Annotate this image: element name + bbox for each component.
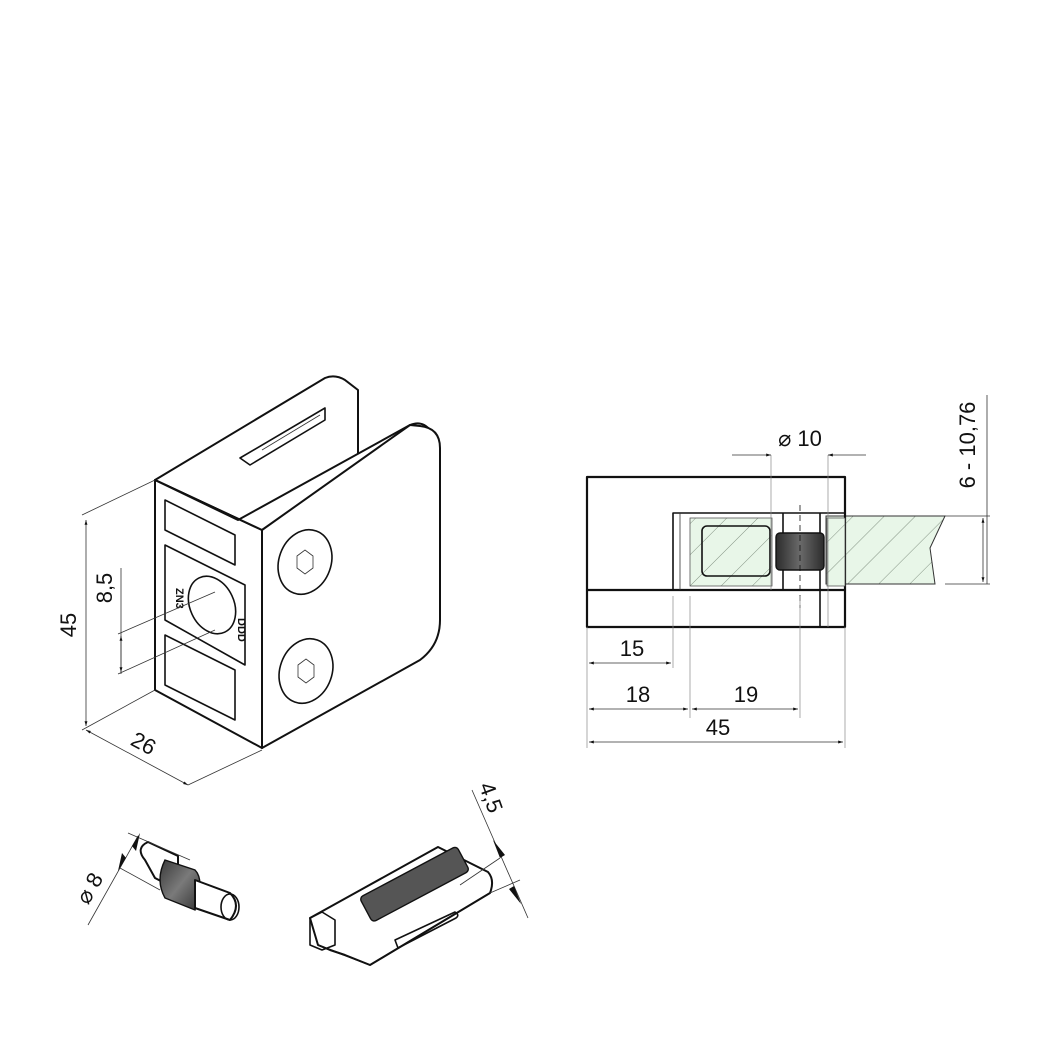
ext-line bbox=[117, 591, 216, 635]
ext-line bbox=[81, 479, 156, 516]
pad-inner bbox=[701, 525, 771, 577]
lower-pocket bbox=[164, 634, 236, 721]
marking-zn3: ZN3 bbox=[173, 588, 185, 609]
screw-top bbox=[277, 528, 333, 596]
ext-line bbox=[187, 749, 263, 786]
ext-line bbox=[81, 689, 156, 731]
dim-label-left-offset: 18 bbox=[626, 682, 650, 707]
ext-line bbox=[459, 857, 501, 886]
section-view: ⌀ 10 6 - 10,76 15 18 19 45 bbox=[585, 395, 990, 748]
marking-ddd: DDD bbox=[235, 618, 247, 642]
arrow-icon bbox=[509, 886, 521, 904]
arrow-icon bbox=[132, 833, 140, 851]
dim-label-glass-thickness: 6 - 10,76 bbox=[955, 402, 980, 489]
pad-edge bbox=[317, 892, 491, 966]
pad-rail bbox=[394, 911, 459, 949]
dim-line-26 bbox=[85, 729, 189, 786]
upper-pocket bbox=[164, 499, 236, 566]
hex-socket-top-icon bbox=[296, 549, 314, 575]
pin-end-face bbox=[220, 893, 240, 921]
dim-label-hole-offset: 8,5 bbox=[92, 573, 117, 604]
arrow-icon bbox=[493, 840, 505, 858]
glass-panel bbox=[825, 515, 946, 585]
dim-label-total-width: 45 bbox=[706, 715, 730, 740]
pad-clip bbox=[309, 911, 336, 951]
ext-line bbox=[119, 867, 161, 891]
clamp-cover-plate bbox=[261, 424, 441, 749]
pin-front-shaft bbox=[194, 879, 237, 921]
pin-part-view: ⌀ 8 bbox=[71, 832, 240, 926]
dim-label-pad-thickness: 4,5 bbox=[474, 779, 508, 816]
pin-sleeve bbox=[159, 859, 201, 911]
dim-label-pin-diameter: ⌀ 10 bbox=[778, 426, 822, 451]
middle-pocket bbox=[164, 544, 246, 666]
dim-line-d8 bbox=[87, 835, 139, 926]
pin-hole bbox=[187, 575, 237, 635]
pad-part-view: 4,5 bbox=[309, 779, 529, 966]
ext-line bbox=[117, 629, 216, 675]
slot-line bbox=[261, 414, 321, 451]
top-slot bbox=[239, 407, 326, 466]
screw-bottom bbox=[278, 637, 334, 705]
pad-rubber-insert bbox=[360, 846, 469, 922]
inner-slot bbox=[672, 512, 845, 590]
arrow-icon bbox=[118, 853, 126, 871]
dim-label-height: 45 bbox=[56, 613, 81, 637]
dim-label-pin-position: 19 bbox=[734, 682, 758, 707]
hex-socket-bottom-icon bbox=[297, 658, 315, 684]
ext-line bbox=[489, 879, 521, 894]
dim-label-pin-diameter-small: ⌀ 8 bbox=[71, 868, 108, 908]
rubber-pad-right bbox=[826, 517, 846, 587]
dim-label-slot-depth: 15 bbox=[620, 636, 644, 661]
isometric-clamp-view: ZN3 DDD 45 8,5 26 bbox=[56, 375, 441, 786]
